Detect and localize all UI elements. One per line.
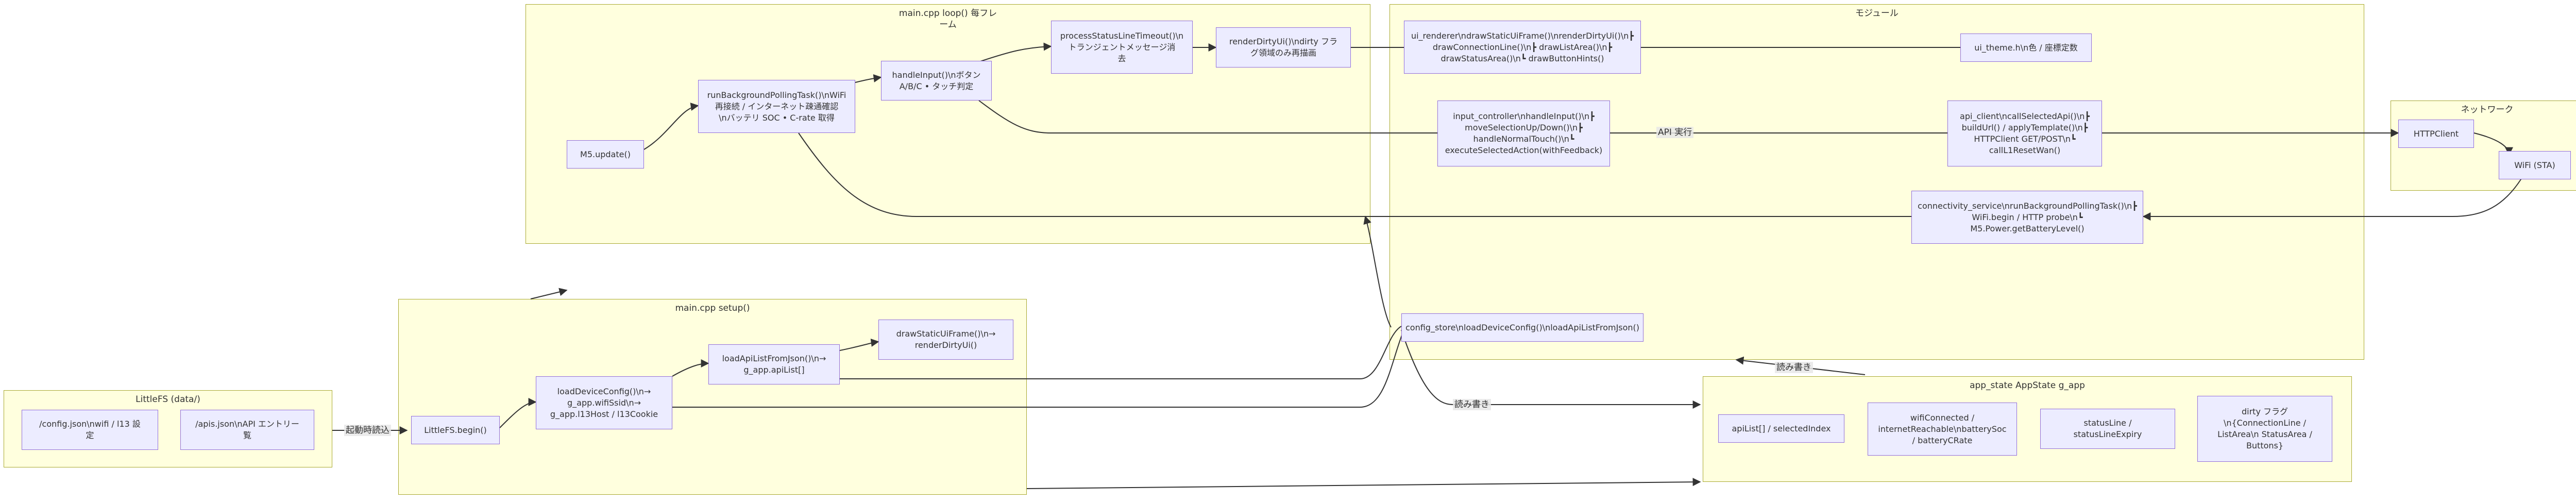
node-connectivity-service: connectivity_service\nrunBackgroundPolli…: [1911, 191, 2143, 244]
node-apis-json: /apis.json\nAPI エントリー 覧: [180, 410, 314, 450]
edge-m5update-bgpoll: [643, 103, 699, 150]
edge-readwrite-appstate: [1401, 329, 1701, 409]
edge-loadapilist-configstore: [840, 326, 1402, 379]
edge-handleinput-inputctrl: [978, 100, 1437, 133]
node-m5update: M5.update(): [567, 140, 644, 169]
cluster-modules-title: モジュール: [1855, 8, 1899, 19]
edge-label-readwrite-2: 読み書き: [1453, 399, 1491, 410]
edge-bgpoll-connectivity: [798, 132, 1911, 217]
node-wifi-sta: WiFi (STA): [2499, 151, 2571, 179]
edge-configstore-loop: [1363, 215, 1392, 328]
edge-setup-loop: [530, 288, 568, 299]
edge-loaddevcfg-loadapilist: [672, 359, 709, 377]
node-dirty-flags: dirty フラグ \n{ConnectionLine / ListArea\n…: [2197, 396, 2332, 462]
edge-label-api: API 実行: [1656, 127, 1694, 138]
node-background-polling: runBackgroundPollingTask()\nWiFi 再接続 / イ…: [698, 80, 855, 133]
node-api-client: api_client\ncallSelectedApi()\n┣ buildUr…: [1947, 101, 2102, 166]
edge-loadapilist-drawstatic: [839, 338, 879, 351]
node-handle-input: handleInput()\nボタン A/B/C • タッチ判定: [881, 61, 992, 101]
node-littlefs-begin: LittleFS.begin(): [411, 416, 500, 444]
node-input-controller: input_controller\nhandleInput()\n┣ moveS…: [1437, 101, 1610, 166]
edge-bgpoll-handleinput: [855, 74, 882, 83]
edge-wifi-connectivity: [2142, 177, 2522, 221]
node-http-client: HTTPClient: [2398, 120, 2474, 148]
node-ui-renderer: ui_renderer\ndrawStaticUiFrame()\nrender…: [1404, 21, 1641, 74]
cluster-littlefs-title: LittleFS (data/): [135, 394, 200, 405]
node-ui-theme: ui_theme.h\n色 / 座標定数: [1960, 34, 2092, 62]
edge-littlefsbegin-loaddevcfg: [499, 398, 537, 428]
cluster-appstate-title: app_state AppState g_app: [1970, 380, 2085, 391]
node-status-line: statusLine / statusLineExpiry: [2040, 409, 2175, 449]
node-render-dirty: renderDirtyUi()\ndirty フラ グ領域のみ再描画: [1216, 27, 1351, 68]
node-load-device-config: loadDeviceConfig()\n→ g_app.wifiSsid\n→ …: [536, 376, 672, 429]
node-config-store: config_store\nloadDeviceConfig()\nloadAp…: [1401, 313, 1643, 342]
cluster-network-title: ネットワーク: [2461, 105, 2514, 115]
cluster-loop-title: main.cpp loop() 每フレ ーム: [899, 8, 997, 30]
edge-loaddevcfg-configstore: [672, 329, 1404, 408]
cluster-setup-title: main.cpp setup(): [675, 303, 750, 313]
edge-setup-appstate: [1026, 478, 1701, 489]
node-load-api-list: loadApiListFromJson()\n→ g_app.apiList[]: [708, 344, 840, 384]
node-api-list: apiList[] / selectedIndex: [1718, 414, 1844, 443]
node-draw-static: drawStaticUiFrame()\n→ renderDirtyUi(): [878, 320, 1013, 360]
node-wifi-connected: wifiConnected / internetReachable\nbatte…: [1868, 403, 2017, 456]
node-config-json: /config.json\nwifi / l13 設 定: [22, 410, 158, 450]
edge-label-boot: 起動時読込: [344, 425, 391, 436]
edge-handleinput-statustimeout: [978, 42, 1052, 62]
node-status-timeout: processStatusLineTimeout()\n トランジェントメッセー…: [1051, 21, 1193, 74]
edge-label-readwrite-1: 読み書き: [1775, 362, 1813, 373]
